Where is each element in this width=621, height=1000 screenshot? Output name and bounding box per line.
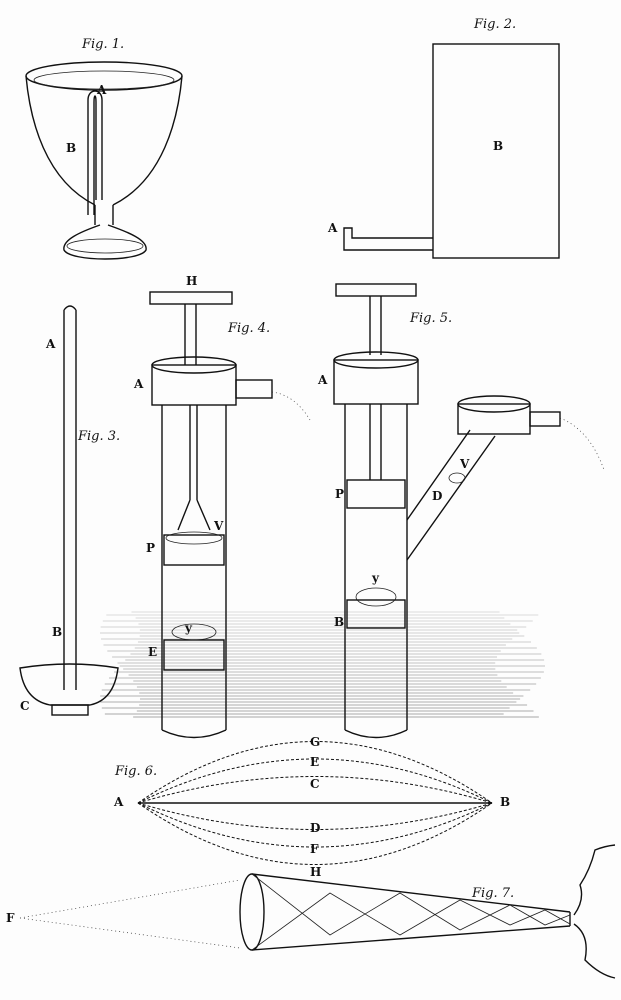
fig4-label-h: H xyxy=(186,274,197,288)
fig6-label-e: E xyxy=(310,755,319,769)
fig4-label-e: E xyxy=(148,645,157,659)
fig5-title: Fig. 5. xyxy=(409,311,452,326)
fig2-label-a: A xyxy=(327,221,338,235)
fig5-label-p: P xyxy=(335,487,344,501)
fig4-label-v: V xyxy=(213,519,224,533)
fig5-label-v: V xyxy=(459,457,470,471)
table-shading xyxy=(100,611,545,718)
fig7-trumpet: Fig. 7. F xyxy=(6,844,616,979)
fig1-label-b: B xyxy=(66,141,76,155)
fig6-label-c: C xyxy=(310,777,320,791)
fig6-label-g: G xyxy=(310,735,320,749)
fig6-label-f: F xyxy=(310,842,319,856)
fig2-title: Fig. 2. xyxy=(473,17,516,32)
fig6-curves: Fig. 6. A B G E C D F H xyxy=(113,735,510,879)
fig5-label-y: y xyxy=(371,571,380,585)
fig6-label-b: B xyxy=(500,795,510,809)
fig6-label-h: H xyxy=(310,865,321,879)
fig5-pump: Fig. 5. A P V D y B xyxy=(317,283,605,739)
fig6-label-d: D xyxy=(310,821,320,835)
fig5-label-b: B xyxy=(334,615,344,629)
fig1-label-a: A xyxy=(96,83,107,97)
fig1-title: Fig. 1. xyxy=(81,37,124,52)
fig6-label-a: A xyxy=(113,795,124,809)
fig4-label-a: A xyxy=(133,377,144,391)
fig4-label-y: y xyxy=(184,621,193,635)
fig3-title: Fig. 3. xyxy=(77,429,120,444)
fig7-label-f: F xyxy=(6,911,15,925)
fig7-title: Fig. 7. xyxy=(471,886,514,901)
fig6-title: Fig. 6. xyxy=(114,764,157,779)
fig5-label-a: A xyxy=(317,373,328,387)
fig2-vessel: Fig. 2. A B xyxy=(327,17,560,259)
fig3-tube: Fig. 3. A B C xyxy=(19,305,120,716)
fig3-label-b: B xyxy=(52,625,62,639)
fig4-title: Fig. 4. xyxy=(227,321,270,336)
fig4-label-p: P xyxy=(146,541,155,555)
fig2-label-b: B xyxy=(493,139,503,153)
fig4-pump: Fig. 4. H A P V y E xyxy=(133,274,311,739)
fig1-goblet: Fig. 1. A B xyxy=(25,37,183,260)
fig5-label-d: D xyxy=(432,489,442,503)
fig3-label-a: A xyxy=(45,337,56,351)
fig3-label-c: C xyxy=(20,699,30,713)
